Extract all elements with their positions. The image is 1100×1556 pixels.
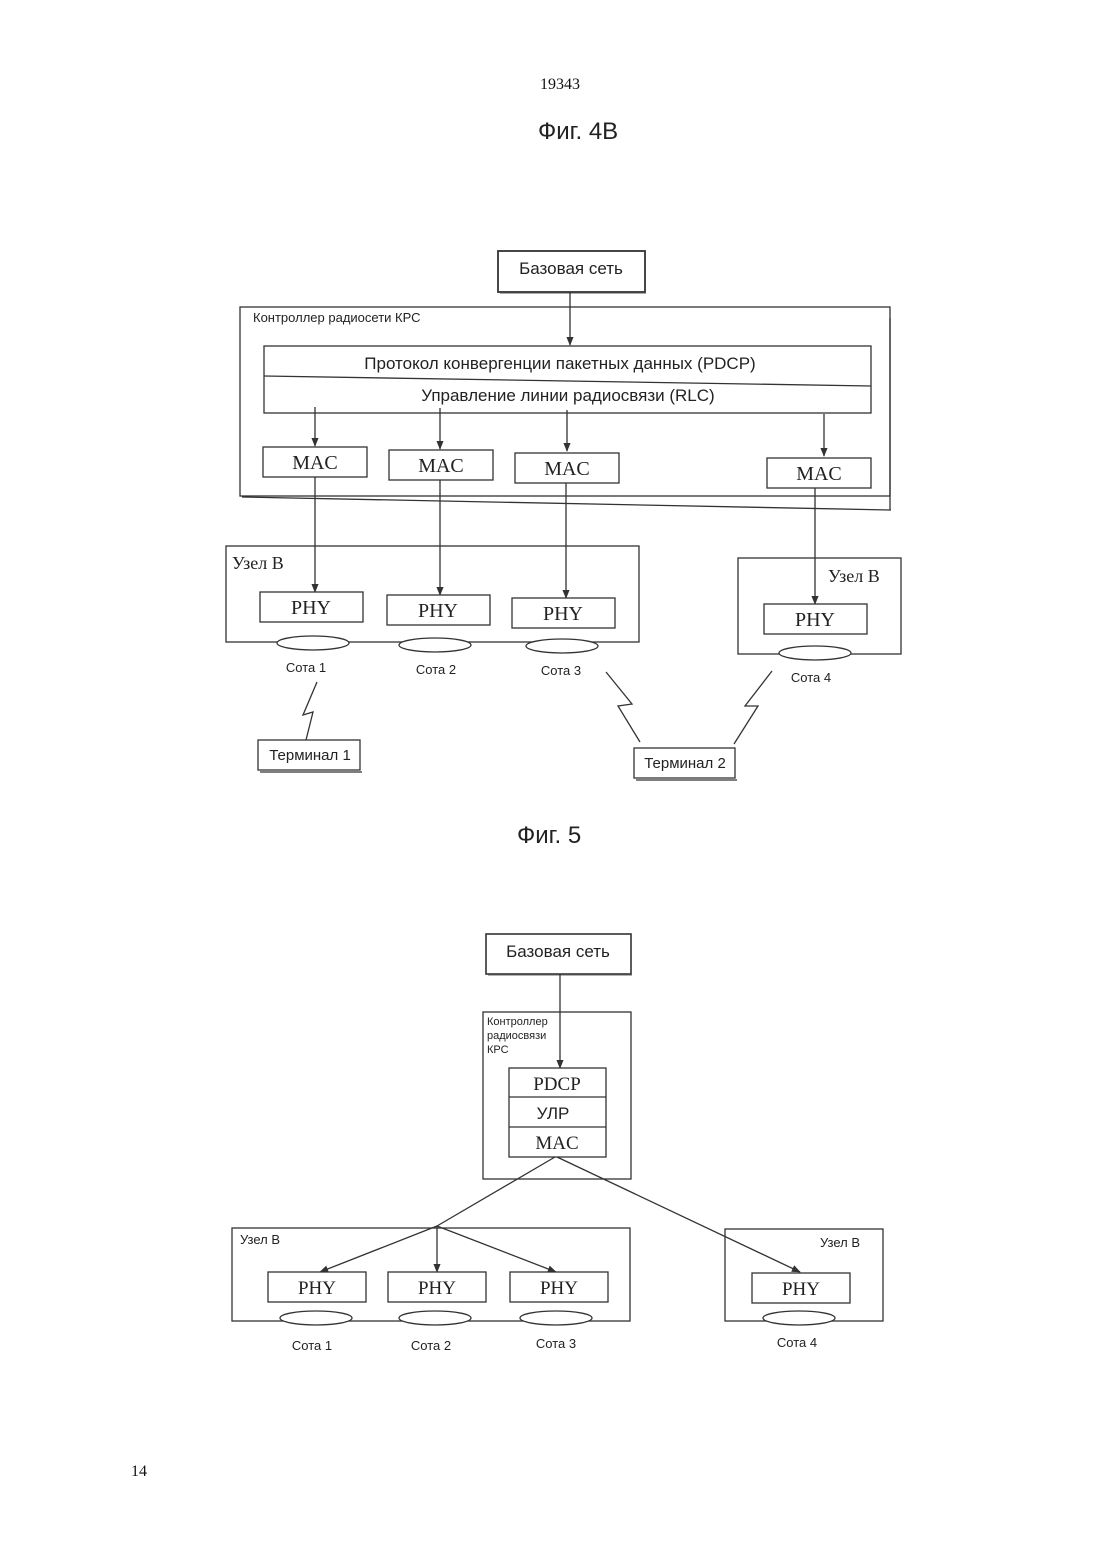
fig5-cell-1-label: Сота 1 xyxy=(292,1338,332,1353)
fig5-cell-4-ellipse xyxy=(763,1311,835,1325)
fig4b-node-b-right-label: Узел В xyxy=(828,566,880,586)
fig5-rnc-label-line-1: Контроллер xyxy=(487,1016,548,1028)
figure-4b-diagram xyxy=(226,251,901,780)
fig4b-mac-label-2: MAC xyxy=(418,455,464,477)
fig5-rnc-label-line-2: радиосвязи xyxy=(487,1030,546,1042)
fig4b-mac-label-3: MAC xyxy=(544,458,590,480)
fig4b-cell-2-ellipse xyxy=(399,638,471,652)
fig4b-cell-1-label: Сота 1 xyxy=(286,660,326,675)
fig4b-core-network-label: Базовая сеть xyxy=(519,259,623,278)
fig5-mac-label: MAC xyxy=(535,1133,578,1154)
fig4b-rnc-label: Контроллер радиосети КРС xyxy=(253,310,421,325)
fig4b-radio-link-cell4 xyxy=(734,671,772,744)
fig5-core-network-label: Базовая сеть xyxy=(506,942,610,961)
fig4b-node-b-left-label: Узел В xyxy=(232,553,284,573)
fig4b-cell-1-ellipse xyxy=(277,636,349,650)
fig5-cell-1-ellipse xyxy=(280,1311,352,1325)
fig4b-cell-3-label: Сота 3 xyxy=(541,663,581,678)
fig4b-cell-4-label: Сота 4 xyxy=(791,670,831,685)
fig4b-mac-label-4: MAC xyxy=(796,463,842,485)
fig5-phy-label-4: PHY xyxy=(782,1279,820,1300)
fig4b-phy-label-4: PHY xyxy=(795,609,835,631)
fig4b-radio-link-cell3 xyxy=(606,672,640,742)
fig5-phy-label-3: PHY xyxy=(540,1278,578,1299)
fig4b-terminal-2-label: Терминал 2 xyxy=(644,755,726,772)
fig5-ulr-label: УЛР xyxy=(537,1104,570,1123)
fig4b-radio-link-cell1 xyxy=(303,682,317,740)
fig5-cell-3-ellipse xyxy=(520,1311,592,1325)
fig4b-rlc-label: Управление линии радиосвязи (RLC) xyxy=(421,386,714,405)
fig4b-cell-3-ellipse xyxy=(526,639,598,653)
fig4b-pdcp-label: Протокол конвергенции пакетных данных (P… xyxy=(364,354,755,373)
fig5-cell-2-ellipse xyxy=(399,1311,471,1325)
fig5-cell-3-label: Сота 3 xyxy=(536,1336,576,1351)
fig4b-terminal-1-label: Терминал 1 xyxy=(269,747,351,764)
fig5-pdcp-label: PDCP xyxy=(533,1074,581,1095)
fig5-link-mac-to-phy4 xyxy=(557,1157,800,1272)
fig5-cell-2-label: Сота 2 xyxy=(411,1338,451,1353)
fig4b-cell-2-label: Сота 2 xyxy=(416,662,456,677)
fig5-phy-label-2: PHY xyxy=(418,1278,456,1299)
fig5-cell-4-label: Сота 4 xyxy=(777,1335,817,1350)
fig5-node-b-right-label: Узел В xyxy=(820,1235,860,1250)
fig4b-phy-label-2: PHY xyxy=(418,600,458,622)
fig5-phy-label-1: PHY xyxy=(298,1278,336,1299)
fig5-node-b-left-label: Узел В xyxy=(240,1232,280,1247)
fig4b-mac-label-1: MAC xyxy=(292,452,338,474)
fig5-link-mac-to-nodeb xyxy=(437,1157,555,1226)
fig4b-phy-label-1: PHY xyxy=(291,597,331,619)
figure-5-diagram xyxy=(232,934,883,1325)
fig5-rnc-label-line-3: КРС xyxy=(487,1044,509,1056)
fig4b-phy-label-3: PHY xyxy=(543,603,583,625)
fig4b-cell-4-ellipse xyxy=(779,646,851,660)
